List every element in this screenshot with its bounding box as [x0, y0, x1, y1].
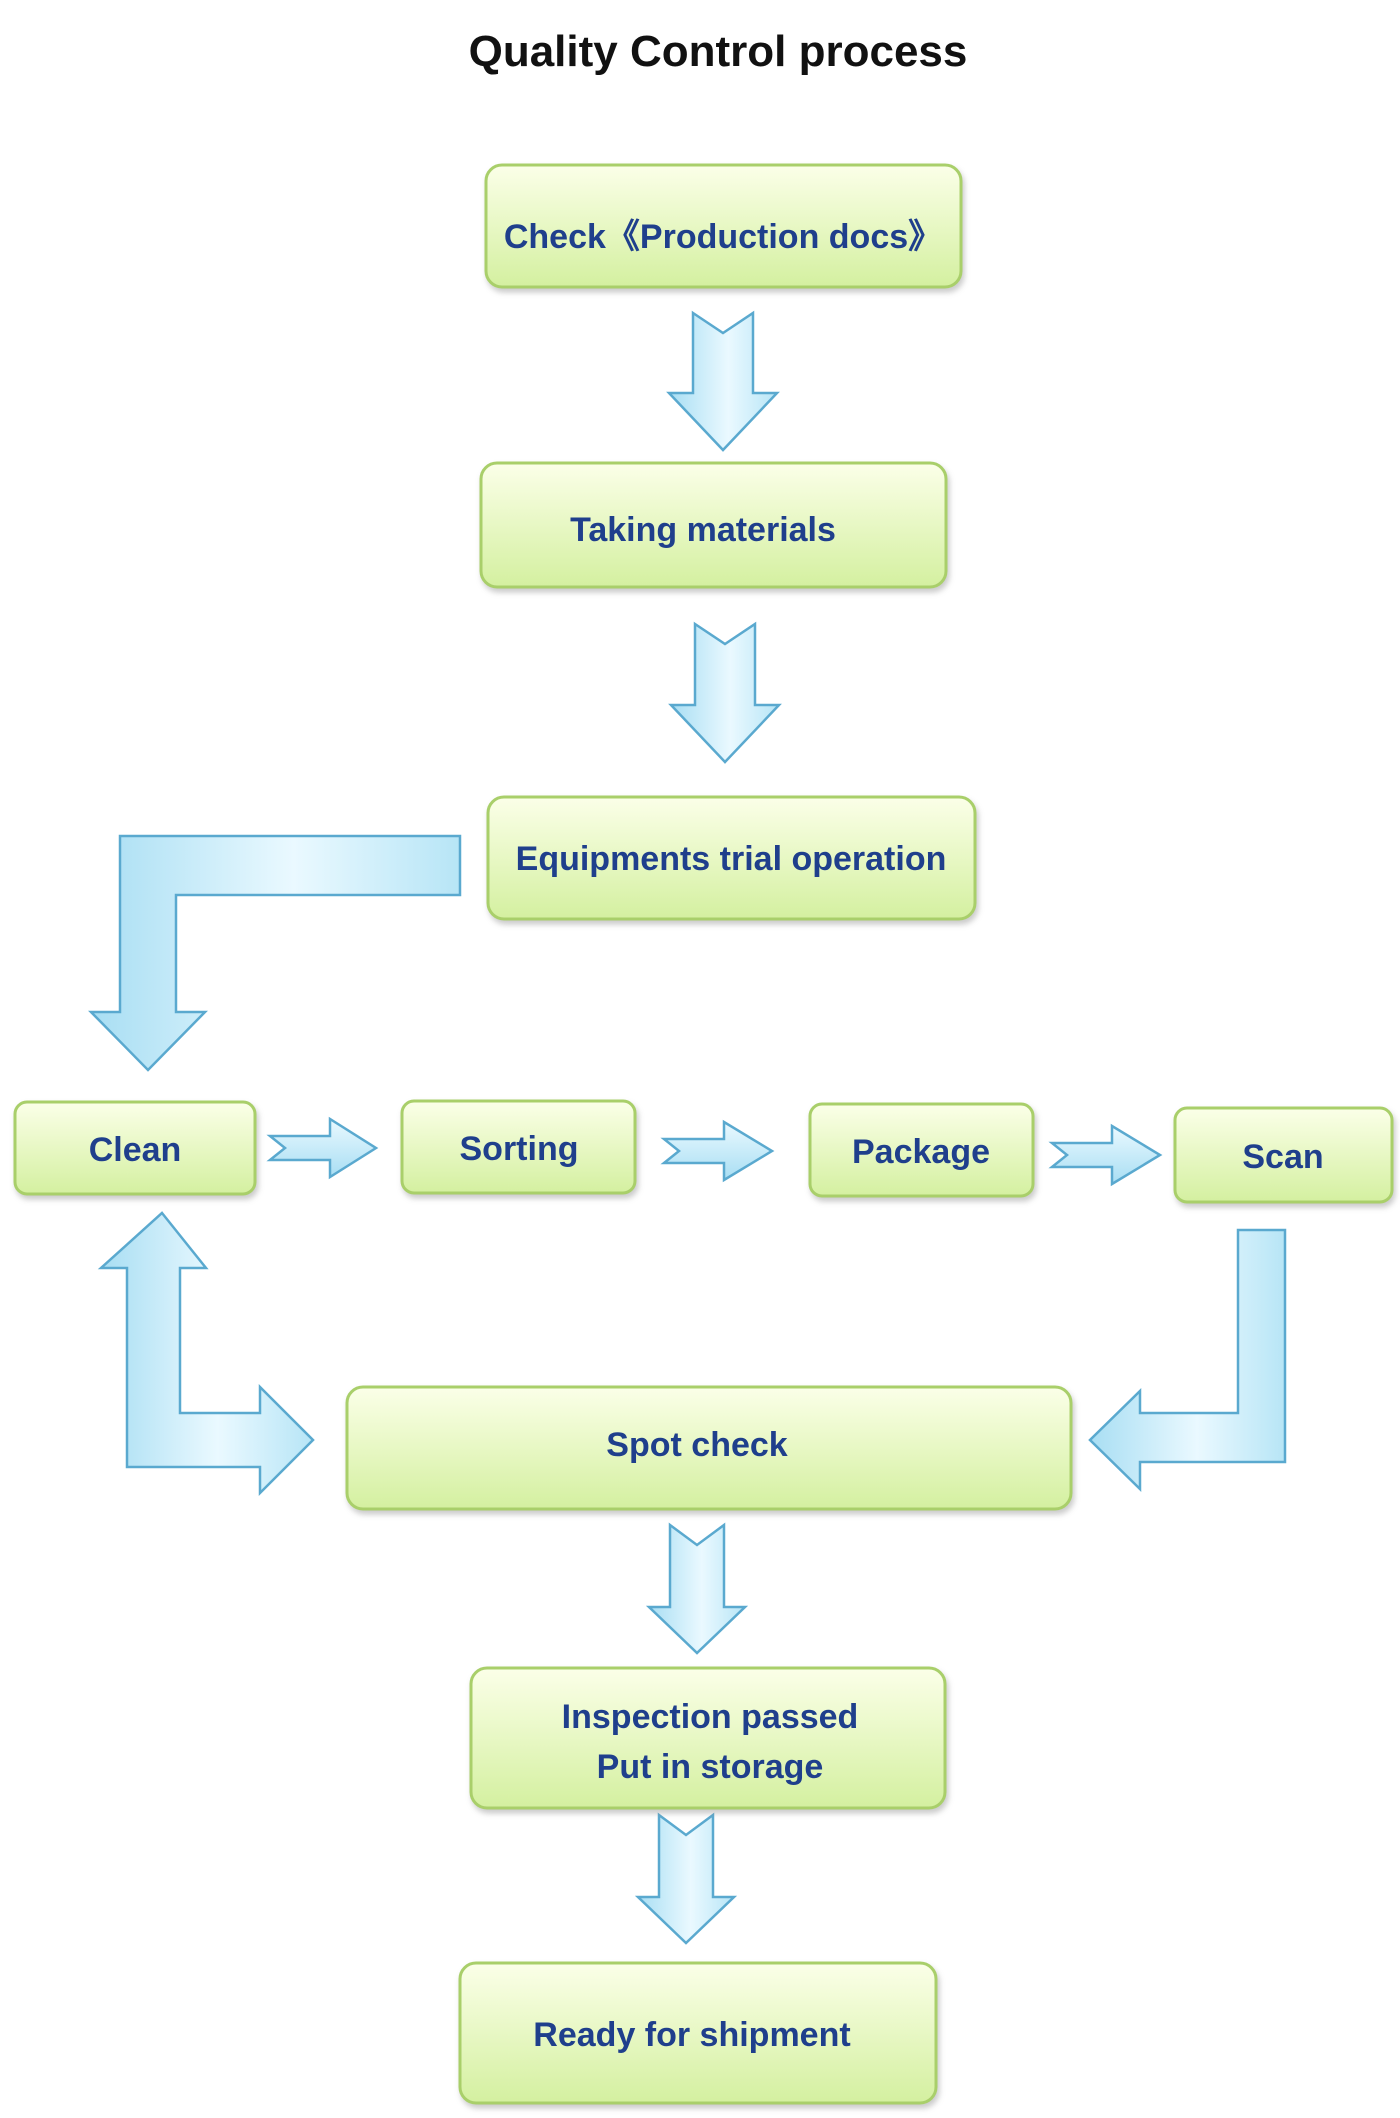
- arrow-package-to-scan: [1048, 1123, 1163, 1187]
- node-label: Clean: [89, 1131, 182, 1169]
- diagram-title: Quality Control process: [469, 27, 968, 76]
- arrow-equipment-to-clean: [88, 834, 462, 1072]
- node-label: Package: [852, 1133, 990, 1171]
- arrow-spot-check-to-inspection: [645, 1522, 749, 1655]
- node-taking-materials: Taking materials: [479, 461, 948, 589]
- node-inspection-passed: Inspection passed Put in storage: [469, 1666, 947, 1810]
- node-package: Package: [808, 1102, 1035, 1198]
- arrow-materials-to-equipment: [668, 621, 782, 764]
- arrow-clean-spot-check-loop: [97, 1211, 315, 1497]
- node-sorting: Sorting: [400, 1099, 637, 1195]
- node-check-production-docs: Check《Production docs》: [484, 163, 963, 289]
- node-scan: Scan: [1173, 1106, 1394, 1204]
- arrow-docs-to-materials: [666, 310, 780, 452]
- node-ready-for-shipment: Ready for shipment: [458, 1961, 938, 2105]
- node-label: Spot check: [606, 1426, 787, 1464]
- node-label: Sorting: [460, 1130, 579, 1168]
- node-label-line1: Inspection passed: [562, 1698, 859, 1736]
- node-label-line2: Put in storage: [597, 1748, 824, 1786]
- arrow-clean-to-sorting: [266, 1116, 379, 1180]
- node-label: Check《Production docs》: [504, 218, 942, 256]
- arrow-sorting-to-package: [660, 1119, 775, 1183]
- node-label: Ready for shipment: [533, 2016, 850, 2054]
- node-label: Scan: [1242, 1138, 1323, 1176]
- node-label: Taking materials: [570, 511, 836, 549]
- arrow-scan-to-spot-check: [1088, 1228, 1287, 1492]
- node-spot-check: Spot check: [345, 1385, 1073, 1511]
- arrow-inspection-to-shipment: [634, 1812, 738, 1945]
- node-clean: Clean: [13, 1100, 257, 1196]
- node-label: Equipments trial operation: [516, 840, 947, 878]
- node-equipment-trial-operation: Equipments trial operation: [486, 795, 977, 921]
